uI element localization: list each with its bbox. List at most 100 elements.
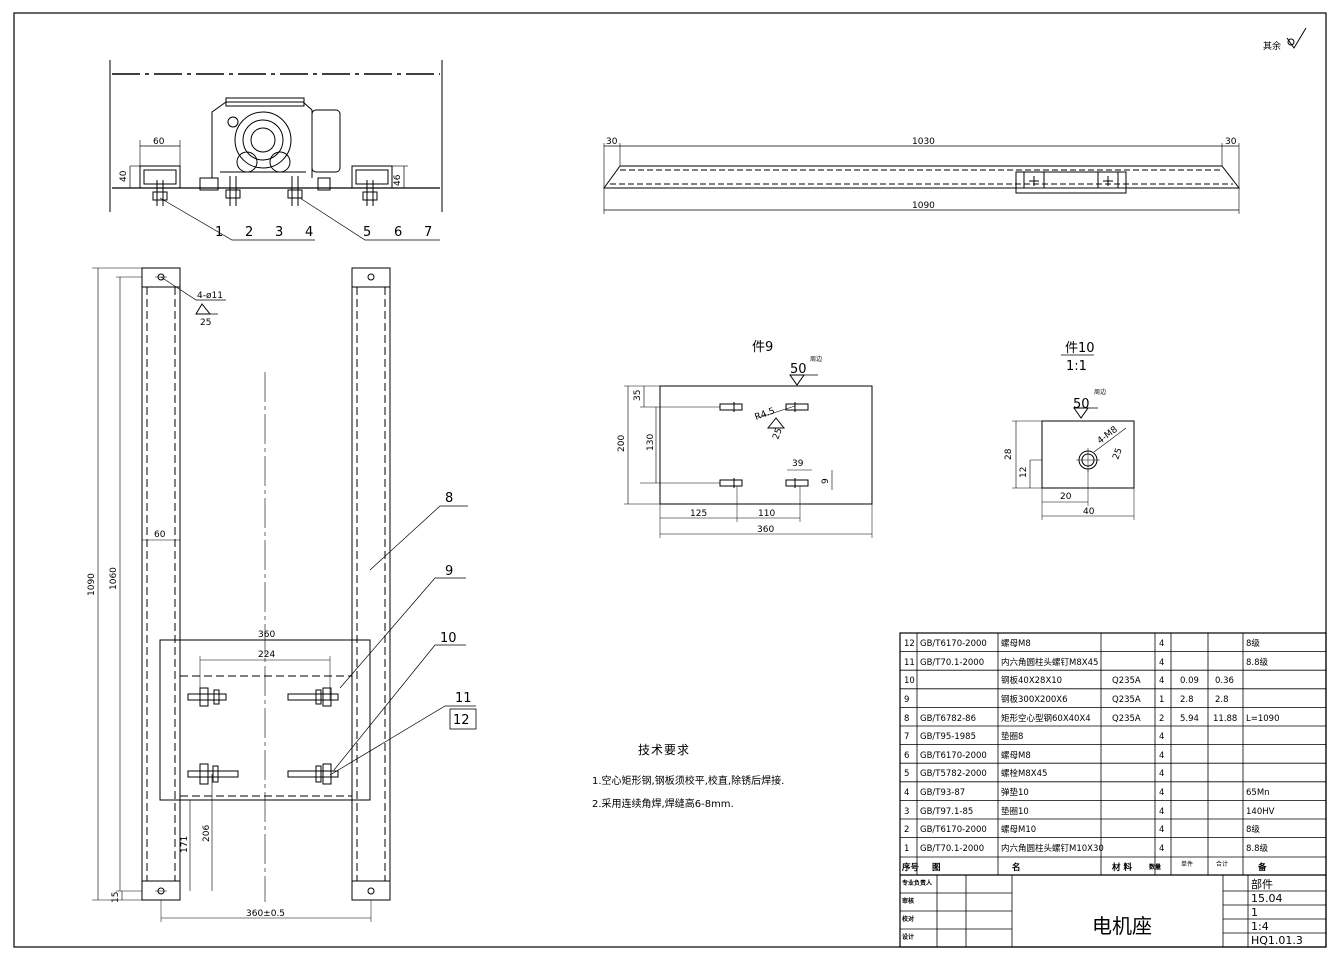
part10-view — [1012, 354, 1135, 520]
part10-roughness-note: 周边 — [1094, 388, 1106, 396]
part9-dim-35: 35 — [633, 390, 643, 401]
svg-text:3: 3 — [904, 807, 909, 817]
dim-60: 60 — [153, 137, 165, 147]
svg-text:4: 4 — [1159, 676, 1164, 686]
svg-text:GB/T6170-2000: GB/T6170-2000 — [920, 825, 987, 835]
svg-text:8.8级: 8.8级 — [1246, 843, 1269, 854]
svg-text:螺母M8: 螺母M8 — [1001, 750, 1031, 761]
dim-side-1030: 1030 — [912, 137, 935, 147]
svg-text:GB/T95-1985: GB/T95-1985 — [920, 732, 976, 742]
svg-text:内六角圆柱头螺钉M10X30: 内六角圆柱头螺钉M10X30 — [1001, 843, 1104, 854]
general-roughness-note: 其余 — [1263, 27, 1307, 52]
svg-text:GB/T97.1-85: GB/T97.1-85 — [920, 807, 973, 817]
sheets: 1 — [1251, 906, 1258, 919]
part10-dim-40: 40 — [1083, 507, 1095, 517]
dim-171: 171 — [180, 836, 190, 853]
svg-text:4: 4 — [1159, 658, 1164, 668]
svg-text:矩形空心型钢60X40X4: 矩形空心型钢60X40X4 — [1001, 713, 1091, 724]
svg-text:垫圈10: 垫圈10 — [1001, 806, 1029, 817]
svg-text:钢板300X200X6: 钢板300X200X6 — [1001, 694, 1068, 705]
svg-text:螺母M8: 螺母M8 — [1001, 638, 1031, 649]
top-view-labels: 60 40 46 1 2 3 4 5 6 7 — [119, 137, 432, 240]
svg-text:10: 10 — [904, 676, 915, 686]
balloon-5: 5 — [363, 225, 371, 240]
part9-view — [624, 374, 873, 538]
drawing-number: HQ1.01.3 — [1251, 934, 1303, 947]
svg-text:1: 1 — [904, 844, 909, 854]
dim-side-1090: 1090 — [912, 201, 935, 211]
hole-roughness: 25 — [200, 318, 211, 328]
part9-dim-360: 360 — [757, 525, 774, 535]
role-review: 审核 — [902, 897, 914, 905]
table-row: 8 GB/T6782-86 矩形空心型钢60X40X4 Q235A 2 5.94… — [904, 713, 1280, 724]
part9-roughness-note: 周边 — [810, 355, 822, 363]
svg-text:8级: 8级 — [1246, 824, 1260, 835]
side-view — [603, 143, 1241, 214]
table-header: 序号 图 名 材 料 数量 单件 合计 备 — [901, 860, 1267, 873]
part10-dim-20: 20 — [1060, 492, 1072, 502]
dim-1060: 1060 — [109, 567, 119, 590]
table-row: 11 GB/T70.1-2000 内六角圆柱头螺钉M8X45 4 8.8级 — [904, 657, 1269, 668]
svg-text:GB/T70.1-2000: GB/T70.1-2000 — [920, 844, 984, 854]
svg-text:4: 4 — [1159, 788, 1164, 798]
balloon-7: 7 — [424, 225, 432, 240]
table-row: 10 钢板40X28X10 Q235A 4 0.09 0.36 — [904, 675, 1234, 686]
svg-text:数量: 数量 — [1149, 863, 1161, 871]
svg-text:2: 2 — [1159, 714, 1164, 724]
svg-text:垫圈8: 垫圈8 — [1001, 731, 1023, 742]
dim-40: 40 — [119, 170, 129, 182]
part10-scale: 1:1 — [1066, 359, 1087, 374]
table-row: 5 GB/T5782-2000 螺栓M8X45 4 — [904, 768, 1164, 779]
role-chief: 专业负责人 — [902, 879, 933, 887]
drawing-title: 电机座 — [1092, 914, 1152, 938]
svg-text:材 料: 材 料 — [1111, 862, 1132, 873]
balloon-6: 6 — [394, 225, 402, 240]
hole-note: 4-ø11 — [197, 291, 223, 301]
svg-text:Q235A: Q235A — [1112, 676, 1141, 686]
svg-text:11.88: 11.88 — [1213, 714, 1237, 724]
part10-title: 件10 — [1065, 341, 1095, 356]
svg-text:钢板40X28X10: 钢板40X28X10 — [1001, 675, 1062, 686]
roughness-note-label: 其余 — [1263, 40, 1281, 52]
svg-text:11: 11 — [904, 658, 915, 668]
dim-plan-224: 224 — [258, 650, 275, 660]
part9-dim-110: 110 — [758, 509, 775, 519]
dim-plan-360: 360 — [258, 630, 275, 640]
balloon-3: 3 — [275, 225, 283, 240]
balloon-11: 11 — [455, 691, 472, 706]
svg-text:GB/T93-87: GB/T93-87 — [920, 788, 965, 798]
title-block: 专业负责人 审核 校对 设计 电机座 部件 15.04 1 1:4 HQ1.01… — [902, 877, 1303, 947]
part-type: 部件 — [1251, 877, 1273, 891]
dim-base-360: 360±0.5 — [246, 909, 285, 919]
part9-radius-roughness: 25 — [771, 427, 784, 441]
dim-46: 46 — [393, 174, 403, 186]
side-view-labels: 30 1030 30 1090 — [606, 137, 1237, 211]
balloon-10: 10 — [440, 631, 457, 646]
svg-text:8级: 8级 — [1246, 638, 1260, 649]
table-row: 6 GB/T6170-2000 螺母M8 4 — [904, 750, 1164, 761]
part10-labels: 件10 1:1 50 周边 4-M8 25 28 12 20 40 — [1004, 341, 1125, 517]
svg-text:内六角圆柱头螺钉M8X45: 内六角圆柱头螺钉M8X45 — [1001, 657, 1098, 668]
plan-view-labels: 4-ø11 25 1090 1060 60 360 224 206 171 15… — [87, 291, 472, 919]
table-row: 3 GB/T97.1-85 垫圈10 4 140HV — [904, 806, 1275, 817]
svg-text:螺栓M8X45: 螺栓M8X45 — [1001, 768, 1047, 779]
part9-title: 件9 — [752, 340, 773, 355]
svg-text:5: 5 — [904, 769, 909, 779]
part9-dim-125: 125 — [690, 509, 707, 519]
svg-text:备: 备 — [1257, 862, 1267, 873]
role-check: 校对 — [902, 915, 914, 923]
dim-1090: 1090 — [87, 573, 97, 596]
svg-text:L=1090: L=1090 — [1246, 714, 1280, 724]
balloon-8: 8 — [445, 491, 453, 506]
part10-thread-roughness: 25 — [1111, 447, 1124, 461]
svg-text:1: 1 — [1159, 695, 1164, 705]
table-row: 7 GB/T95-1985 垫圈8 4 — [904, 731, 1164, 742]
top-view — [109, 60, 443, 241]
balloon-9: 9 — [445, 564, 453, 579]
svg-text:0.09: 0.09 — [1180, 676, 1199, 686]
drawing-border — [13, 12, 1327, 948]
svg-text:弹垫10: 弹垫10 — [1001, 787, 1029, 798]
svg-text:4: 4 — [1159, 751, 1164, 761]
part9-dim-9: 9 — [821, 478, 831, 484]
